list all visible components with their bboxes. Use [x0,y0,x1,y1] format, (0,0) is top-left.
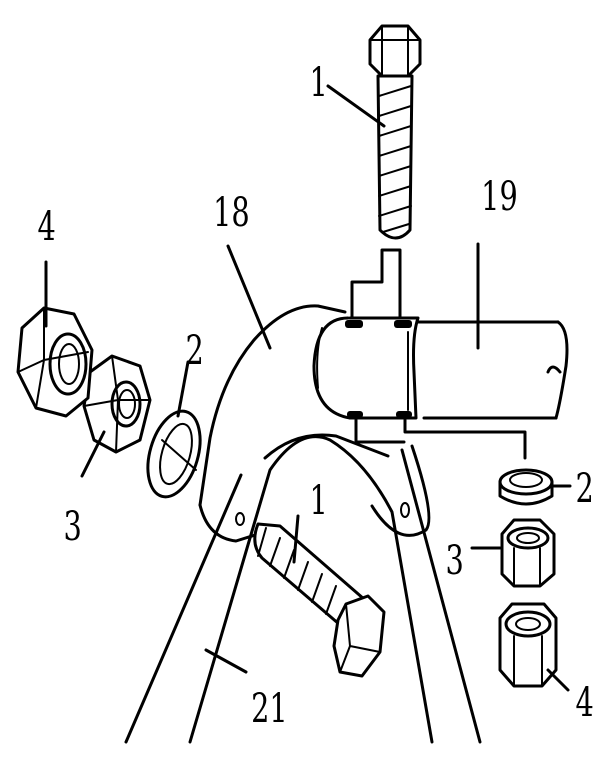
lock-washer-right-part-2 [498,468,554,506]
flat-nut-left-part-3 [82,354,152,454]
lock-washer-left-part-2 [146,409,202,499]
leader-lines [44,84,572,692]
label-bolt-lower: 1 [310,478,328,524]
label-tube: 19 [481,174,518,220]
label-hex-nut-right: 4 [576,680,594,726]
label-lock-washer-right: 2 [576,466,594,512]
leg-part-21 [124,435,482,744]
label-flat-nut-left: 3 [64,504,82,550]
clamp-tab-bottom [354,418,527,460]
hex-nut-left-part-4 [16,306,94,418]
bolt-top-part-1 [368,24,422,240]
label-lock-washer-left: 2 [186,328,204,374]
clamp-tab-top [350,248,402,320]
label-bracket: 18 [213,190,250,236]
hex-nut-right-part-4 [498,602,558,688]
flat-nut-right-part-3 [500,518,556,588]
part-labels: 1 1 2 2 3 3 4 4 18 19 21 [38,60,594,732]
label-flat-nut-right: 3 [446,538,464,584]
label-hex-nut-left: 4 [38,204,56,250]
label-leg: 21 [251,686,288,732]
tube-part-19 [312,316,569,420]
label-bolt-top: 1 [310,60,328,106]
bracket-part-18 [198,304,431,543]
bolt-lower-part-1 [253,522,386,678]
